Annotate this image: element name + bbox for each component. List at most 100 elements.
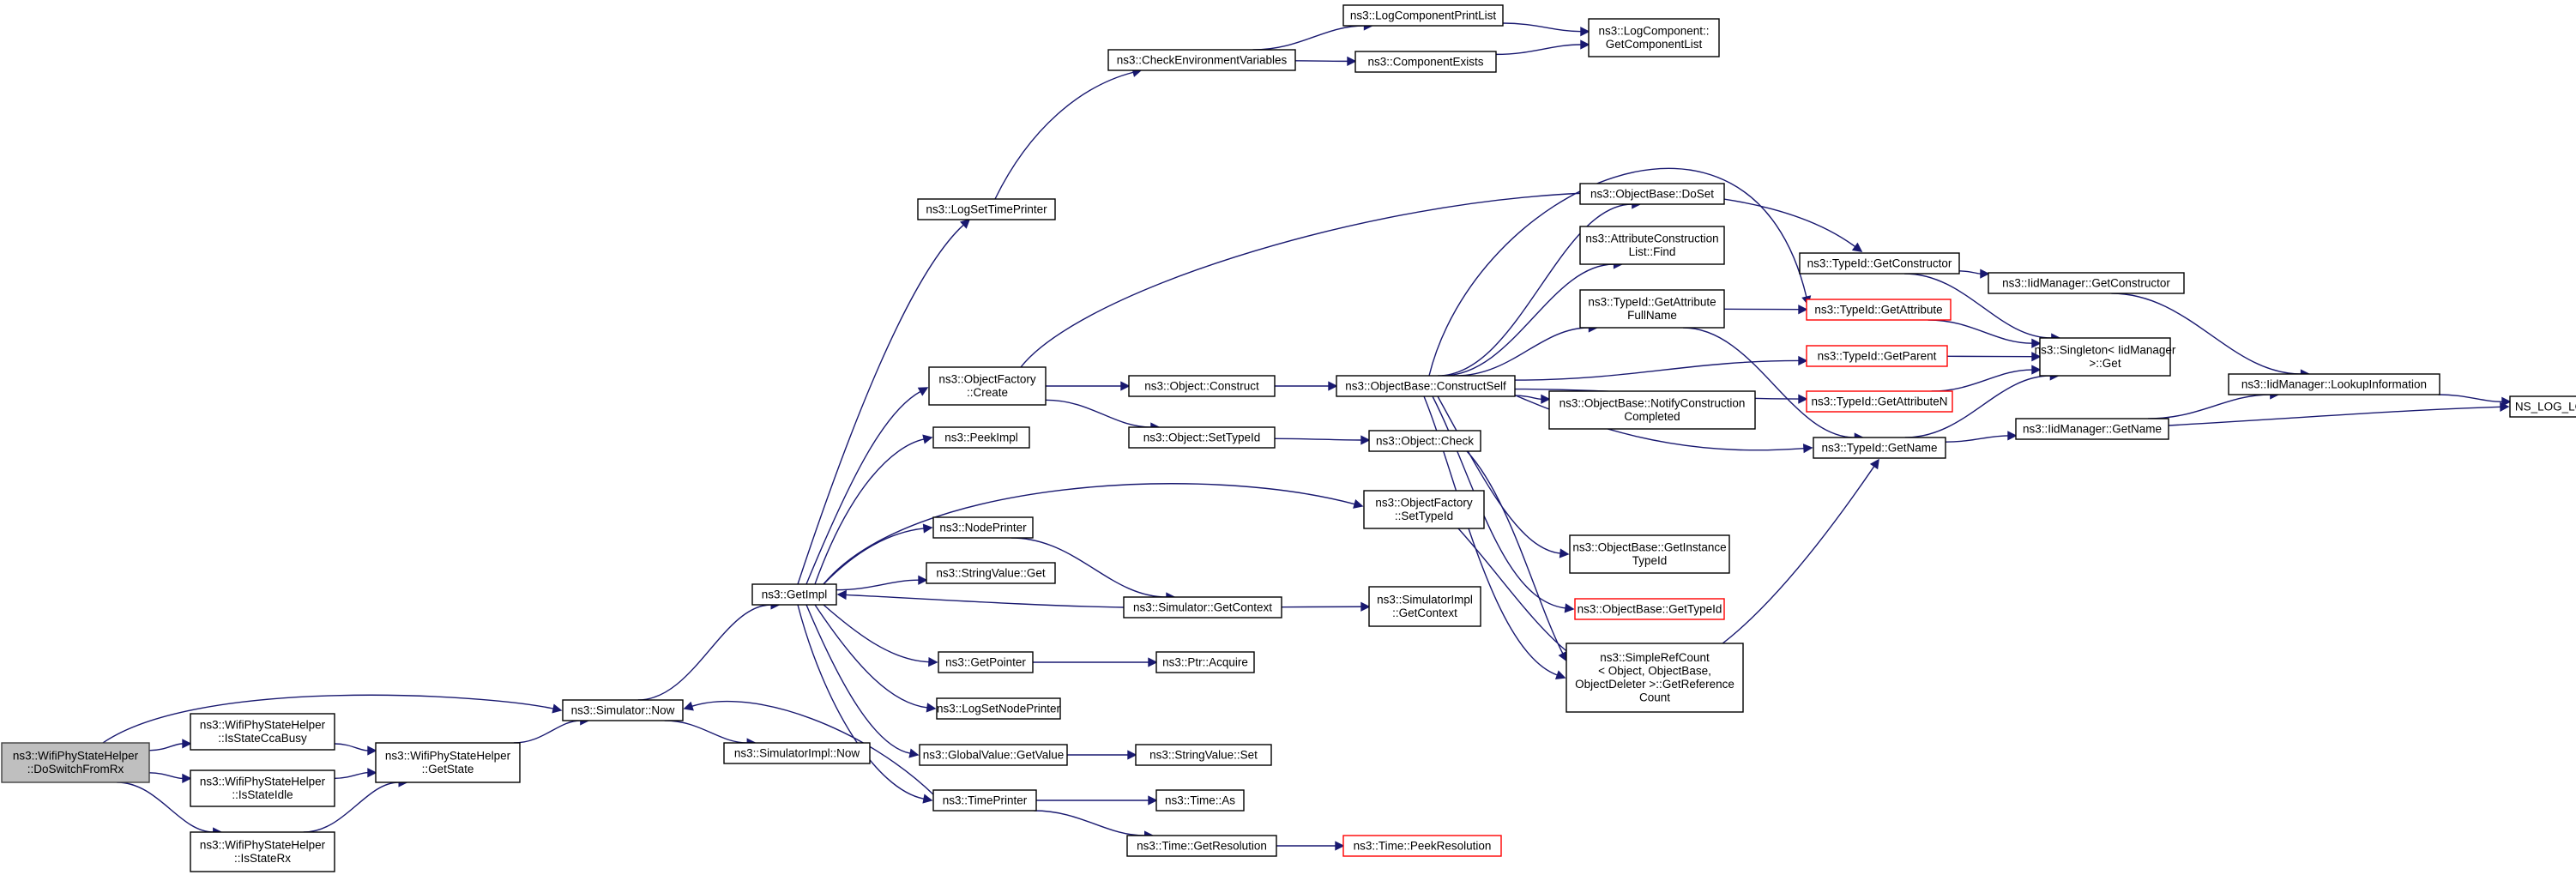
call-edge [823,483,1364,585]
edge-line [2168,406,2501,426]
node-isrx[interactable]: ns3::WifiPhyStateHelper::IsStateRx [190,831,335,872]
call-edge [1514,394,1551,404]
node-nodeprinter[interactable]: ns3::NodePrinter [932,516,1034,539]
node-box [1806,299,1952,321]
edge-line [1931,369,2033,392]
arrowhead [1127,750,1137,760]
node-objfactcreate[interactable]: ns3::ObjectFactory::Create [928,366,1047,406]
node-box [1107,49,1296,71]
node-logsettime[interactable]: ns3::LogSetTimePrinter [917,198,1056,220]
node-strvalset[interactable]: ns3::StringValue::Set [1135,744,1272,766]
node-getstate[interactable]: ns3::WifiPhyStateHelper::GetState [375,742,521,783]
node-box [1579,226,1725,265]
node-strvalget[interactable]: ns3::StringValue::Get [926,562,1056,584]
node-timeprinter[interactable]: ns3::TimePrinter [932,789,1037,812]
arrowhead [2031,365,2042,375]
node-typeidgetattrn[interactable]: ns3::TypeId::GetAttributeN [1806,390,1953,413]
node-checkenv[interactable]: ns3::CheckEnvironmentVariables [1107,49,1296,71]
node-label: ns3::ObjectBase::GetTypeId [1578,602,1722,615]
node-nsloglogic[interactable]: NS_LOG_LOGIC [2509,395,2576,418]
node-simimplgetctx[interactable]: ns3::SimulatorImpl::GetContext [1368,586,1481,627]
call-edge [1931,365,2042,392]
call-edge [836,575,928,591]
arrowhead [922,794,933,804]
edge-line [1502,22,1582,33]
node-box [190,831,335,872]
node-label: ns3::SimpleRefCount [1600,651,1710,664]
node-label: GetComponentList [1606,38,1703,51]
node-peekimpl[interactable]: ns3::PeekImpl [932,426,1030,449]
node-iidgetname[interactable]: ns3::IidManager::GetName [2015,418,2169,440]
node-typeidgetattr[interactable]: ns3::TypeId::GetAttribute [1806,299,1952,321]
edge-line [1495,44,1582,56]
node-typeidgetparent[interactable]: ns3::TypeId::GetParent [1806,345,1948,367]
call-edge [1033,657,1158,667]
node-label: ns3::Object::Check [1376,434,1474,447]
node-simplerefcount[interactable]: ns3::SimpleRefCount< Object, ObjectBase,… [1566,643,1744,713]
node-globalget[interactable]: ns3::GlobalValue::GetValue [919,744,1068,766]
node-label: Count [1639,691,1670,704]
call-edge [1274,435,1371,445]
node-simgetctx[interactable]: ns3::Simulator::GetContext [1123,596,1282,619]
node-objsettypeid[interactable]: ns3::Object::SetTypeId [1128,426,1276,449]
node-typeidgetctor[interactable]: ns3::TypeId::GetConstructor [1799,252,1960,275]
node-box [1126,835,1277,857]
arrowhead [1869,458,1879,470]
arrowhead [1580,27,1590,37]
node-getimpl[interactable]: ns3::GetImpl [751,583,837,606]
node-objfactsettypeid[interactable]: ns3::ObjectFactory::SetTypeId [1363,490,1485,529]
node-logcompprint[interactable]: ns3::LogComponentPrintList [1342,4,1504,27]
node-timepeekres[interactable]: ns3::Time::PeekResolution [1342,835,1502,857]
node-box [1155,789,1245,812]
node-label: ns3::SimulatorImpl::Now [734,746,860,759]
node-ptracquire[interactable]: ns3::Ptr::Acquire [1155,651,1255,673]
node-timegetres[interactable]: ns3::Time::GetResolution [1126,835,1277,857]
node-objbasedoset[interactable]: ns3::ObjectBase::DoSet [1579,183,1725,205]
node-box [1368,430,1481,452]
node-typeidgetname[interactable]: ns3::TypeId::GetName [1813,437,1946,459]
node-iscca[interactable]: ns3::WifiPhyStateHelper::IsStateCcaBusy [190,713,335,751]
node-doswitch: ns3::WifiPhyStateHelper::DoSwitchFromRx [1,742,150,783]
edge-line [1514,359,1800,381]
node-objbasenotify[interactable]: ns3::ObjectBase::NotifyConstructionCompl… [1548,390,1756,430]
arrowhead [683,701,694,711]
node-label: ns3::CheckEnvironmentVariables [1117,53,1288,66]
node-objconstruct[interactable]: ns3::Object::Construct [1128,375,1276,397]
node-logsetnode[interactable]: ns3::LogSetNodePrinter [936,697,1061,720]
node-iidlookup[interactable]: ns3::IidManager::LookupInformation [2228,373,2440,395]
node-label: ObjectDeleter >::GetReference [1575,678,1734,691]
node-objcheck[interactable]: ns3::Object::Check [1368,430,1481,452]
node-objbaseconstruct[interactable]: ns3::ObjectBase::ConstructSelf [1336,375,1516,397]
node-getpointer[interactable]: ns3::GetPointer [938,651,1034,673]
edge-line [2111,293,2302,375]
edge-line [691,700,936,797]
call-edge [148,772,192,784]
node-isidle[interactable]: ns3::WifiPhyStateHelper::IsStateIdle [190,769,335,807]
node-objbasegettypeid[interactable]: ns3::ObjectBase::GetTypeId [1574,598,1725,620]
arrowhead [922,523,933,534]
node-compexists[interactable]: ns3::ComponentExists [1354,51,1497,73]
node-iidgetctor[interactable]: ns3::IidManager::GetConstructor [1988,272,2185,294]
node-simimplnow[interactable]: ns3::SimulatorImpl::Now [723,742,871,764]
node-label: ns3::PeekImpl [944,431,1018,444]
edge-line [664,720,748,744]
node-getcomplist[interactable]: ns3::LogComponent::GetComponentList [1588,18,1720,57]
node-label: ns3::ObjectBase::ConstructSelf [1345,379,1506,392]
node-box [1806,390,1953,413]
node-label: ns3::Simulator::Now [571,703,675,716]
arrowhead [922,434,933,444]
node-singletonget[interactable]: ns3::Singleton< IidManager >::Get [2035,337,2176,377]
node-label: ns3::Object::Construct [1144,379,1259,392]
edge-line [1045,399,1152,428]
node-timeas[interactable]: ns3::Time::As [1155,789,1245,812]
node-label: ns3::Time::As [1165,794,1235,806]
node-box [1,742,150,783]
node-simnow[interactable]: ns3::Simulator::Now [562,699,684,721]
arrowhead [367,768,377,778]
node-label: ::GetContext [1392,606,1457,619]
edge-line [823,483,1355,585]
arrowhead [2031,352,2042,362]
